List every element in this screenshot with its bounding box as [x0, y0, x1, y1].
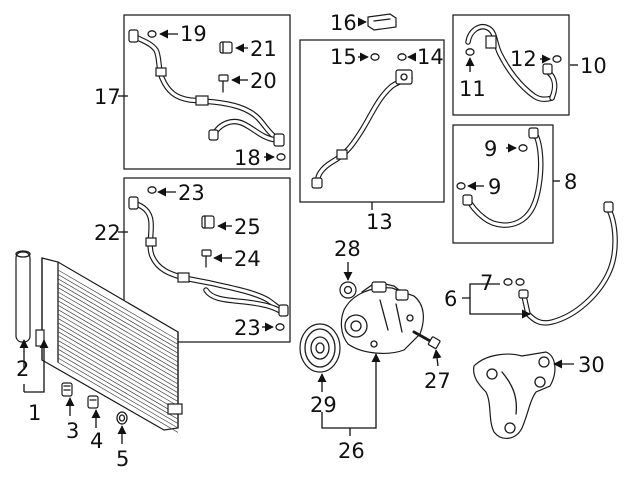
fitting-4 — [87, 395, 99, 409]
callout-15: 15 — [330, 45, 357, 69]
mounting-bracket-30 — [473, 351, 556, 439]
callout-1: 1 — [28, 401, 41, 425]
o-ring-7-b — [515, 278, 525, 286]
o-ring-12 — [552, 55, 562, 63]
callout-17: 17 — [94, 85, 121, 109]
callout-4: 4 — [90, 429, 103, 453]
callout-22: 22 — [94, 221, 121, 245]
callout-6: 6 — [444, 287, 457, 311]
o-ring-9-lower — [456, 182, 466, 190]
callout-20: 20 — [250, 69, 277, 93]
group-box-10 — [452, 14, 570, 116]
washer-5 — [116, 411, 128, 425]
o-ring-15 — [370, 53, 380, 61]
hose-assembly-8 — [462, 127, 544, 228]
callout-23-lower: 23 — [234, 316, 261, 340]
group-box-8 — [452, 124, 554, 244]
group-box-17 — [123, 14, 291, 170]
callout-25: 25 — [234, 215, 261, 239]
callout-labels: 1 2 3 4 5 6 7 8 9 9 10 11 12 13 14 15 16… — [16, 11, 607, 471]
callout-10: 10 — [580, 54, 607, 78]
callout-9-upper: 9 — [484, 137, 497, 161]
callout-19: 19 — [180, 22, 207, 46]
callout-18: 18 — [234, 146, 261, 170]
o-ring-9-upper — [518, 144, 528, 152]
callout-28: 28 — [334, 237, 361, 261]
group-box-22 — [123, 177, 291, 343]
callout-7: 7 — [480, 271, 493, 295]
hose-assembly-6 — [518, 201, 618, 326]
callout-26: 26 — [338, 439, 365, 463]
compressor-26 — [340, 281, 424, 354]
o-ring-23-upper — [147, 186, 157, 194]
callout-8: 8 — [564, 170, 577, 194]
callout-11: 11 — [459, 77, 486, 101]
callout-27: 27 — [424, 369, 451, 393]
leader-lines — [19, 17, 578, 444]
valve-core-20 — [218, 74, 229, 93]
callout-12: 12 — [510, 47, 537, 71]
callout-3: 3 — [66, 419, 79, 443]
o-ring-23-lower — [275, 323, 285, 331]
bolt-27 — [412, 330, 441, 350]
o-ring-14 — [397, 53, 407, 61]
o-ring-11 — [465, 48, 475, 56]
clutch-pulley-29 — [299, 323, 341, 373]
callout-24: 24 — [234, 247, 261, 271]
cap-21 — [219, 41, 233, 54]
callout-29: 29 — [310, 393, 337, 417]
callout-30: 30 — [578, 353, 605, 377]
hose-assembly-22 — [128, 196, 289, 317]
hose-assembly-17 — [128, 29, 285, 147]
cap-25 — [201, 215, 215, 229]
hose-assembly-13 — [311, 69, 413, 189]
sensor-28 — [339, 281, 357, 299]
callout-16: 16 — [330, 11, 357, 35]
hose-assembly-10 — [465, 24, 558, 103]
o-ring-7-a — [503, 278, 513, 286]
condenser-1 — [35, 257, 183, 433]
callout-21: 21 — [250, 37, 277, 61]
callout-23-upper: 23 — [178, 181, 205, 205]
bracket-16 — [367, 13, 397, 31]
o-ring-18 — [276, 153, 286, 161]
fitting-3 — [61, 382, 73, 397]
callout-13: 13 — [366, 210, 393, 234]
callout-5: 5 — [116, 447, 129, 471]
callout-9-lower: 9 — [488, 175, 501, 199]
valve-core-24 — [201, 249, 212, 268]
callout-14: 14 — [417, 45, 444, 69]
o-ring-19 — [147, 30, 157, 38]
receiver-drier-2 — [15, 250, 31, 343]
callout-2: 2 — [16, 357, 29, 381]
